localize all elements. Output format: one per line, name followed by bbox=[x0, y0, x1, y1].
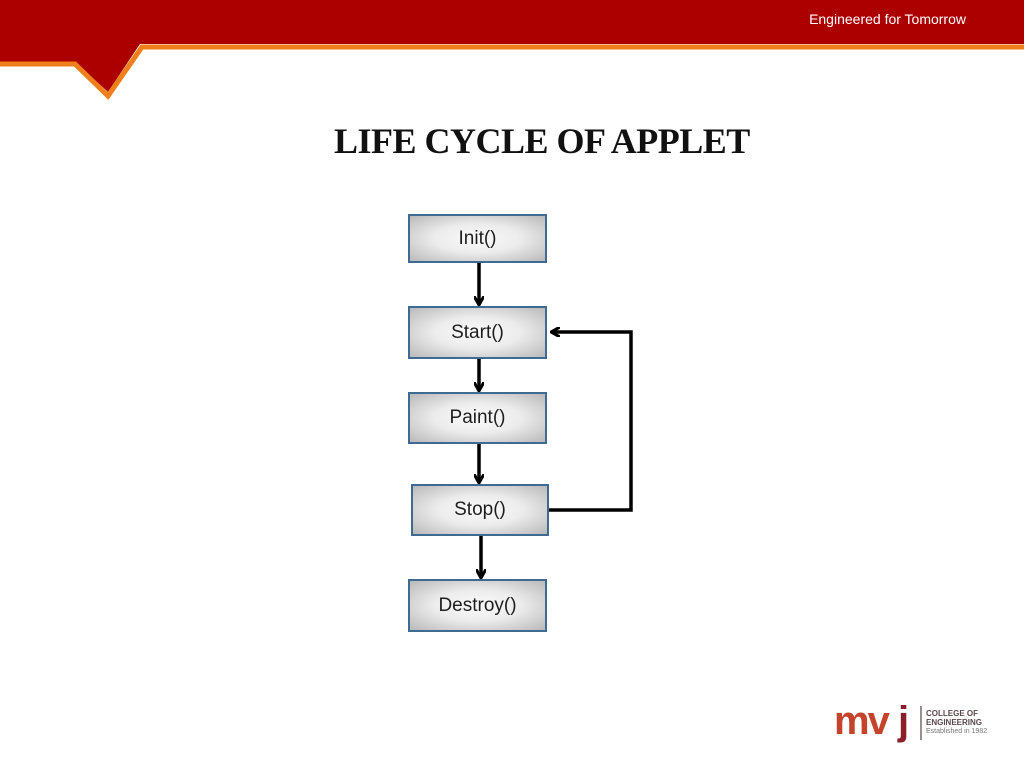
node-paint: Paint() bbox=[408, 392, 547, 444]
node-destroy-label: Destroy() bbox=[438, 594, 517, 616]
node-paint-label: Paint() bbox=[449, 407, 506, 428]
logo-line-1: COLLEGE OF bbox=[926, 709, 978, 718]
node-init: Init() bbox=[408, 214, 547, 263]
college-logo: mv j bbox=[834, 700, 922, 743]
slide-title: LIFE CYCLE OF APPLET bbox=[334, 121, 750, 161]
node-start-label: Start() bbox=[451, 321, 504, 343]
node-init-label: Init() bbox=[458, 227, 497, 249]
node-stop-label: Stop() bbox=[454, 499, 506, 520]
logo-line-3: Established in 1982 bbox=[926, 728, 988, 735]
header-tagline: Engineered for Tomorrow bbox=[809, 11, 966, 27]
logo-line-2: ENGINEERING bbox=[926, 718, 983, 727]
node-destroy: Destroy() bbox=[408, 579, 547, 632]
node-stop: Stop() bbox=[411, 484, 549, 536]
logo-caption: COLLEGE OF ENGINEERING Established in 19… bbox=[926, 709, 987, 736]
svg-text:j: j bbox=[897, 700, 909, 743]
node-start: Start() bbox=[408, 306, 547, 359]
arrow-stop-loop-to-start bbox=[549, 332, 633, 512]
logo-wordmark: mv bbox=[834, 700, 891, 743]
header-band bbox=[0, 0, 1024, 100]
